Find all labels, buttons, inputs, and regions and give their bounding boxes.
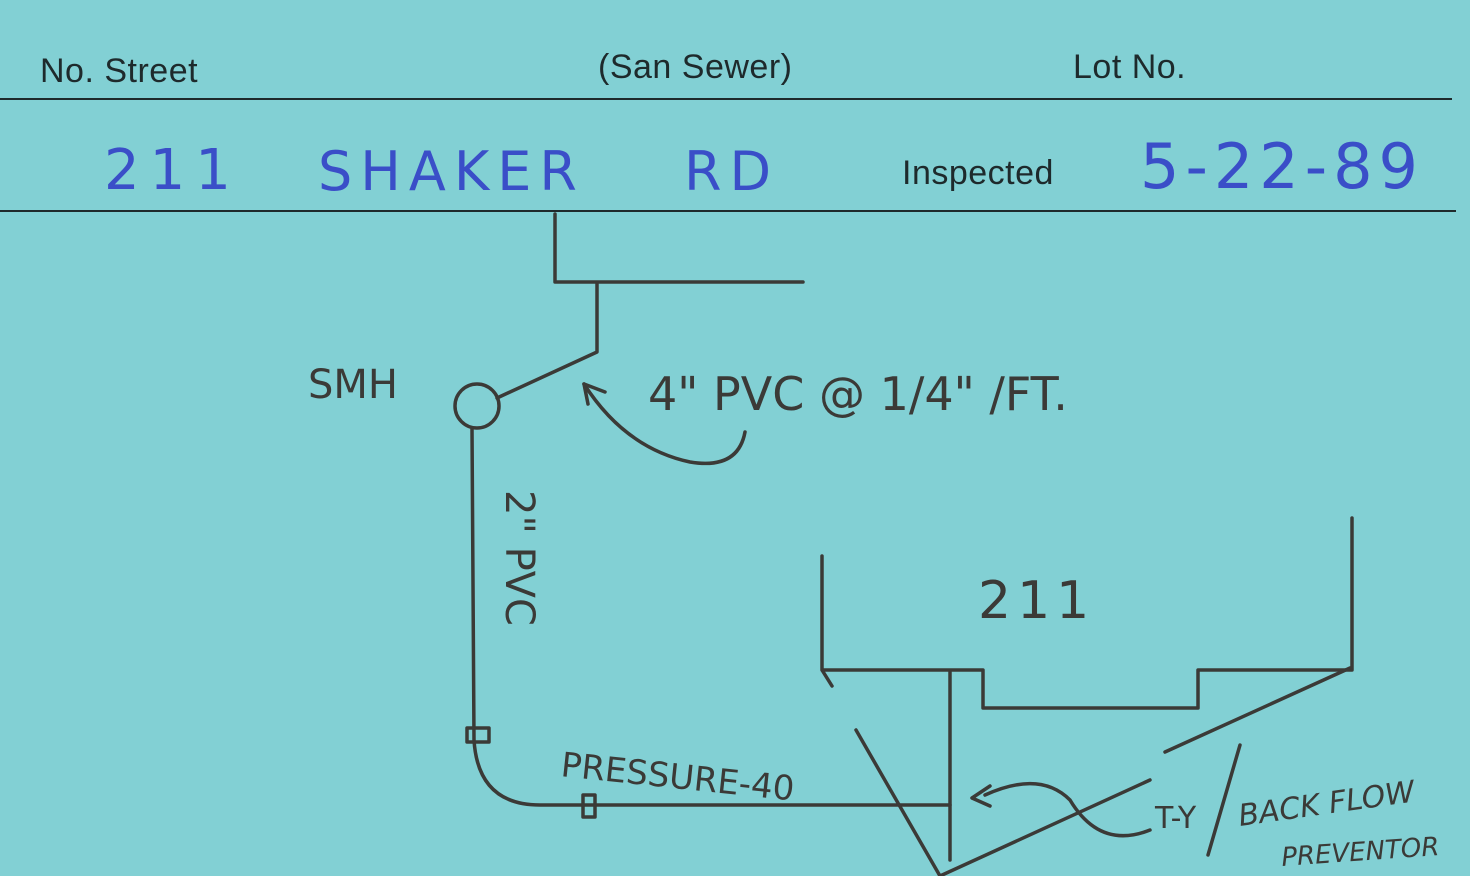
- manhole-label: SMH: [308, 362, 398, 408]
- backflow-label-2: PREVENTOR: [1280, 832, 1440, 873]
- service-line: [470, 426, 952, 807]
- street-number: 211: [104, 138, 241, 203]
- fitting-lower: [581, 793, 597, 819]
- san-sewer-label: (San Sewer): [598, 48, 793, 86]
- header-rule-top: [0, 98, 1452, 100]
- backflow-label-1: BACK FLOW: [1236, 774, 1418, 834]
- inspected-label: Inspected: [902, 154, 1054, 192]
- tee-callout-arrow: [983, 782, 1152, 838]
- lot-no-label: Lot No.: [1073, 48, 1187, 86]
- manhole-symbol: [453, 382, 501, 430]
- backflow-v: [854, 728, 1152, 876]
- inspected-date: 5-22-89: [1140, 130, 1424, 203]
- street-suffix: RD: [684, 140, 780, 203]
- label-divider: [1206, 743, 1242, 857]
- house-number: 211: [978, 571, 1095, 631]
- sewer-main-line: [553, 212, 805, 284]
- no-street-label: No. Street: [40, 52, 199, 90]
- main-lateral-line: [495, 282, 599, 400]
- main-pipe-label: 4" PVC @ 1/4" /FT.: [648, 367, 1068, 421]
- fitting-label: T-Y: [1154, 801, 1197, 836]
- fitting-upper: [465, 726, 491, 744]
- service-pipe-label: 2" PVC: [496, 490, 542, 626]
- header-rule-bottom: [0, 210, 1456, 212]
- street-name: SHAKER: [318, 140, 585, 203]
- house-outline: [820, 516, 1354, 710]
- pipe-callout-arrow: [582, 382, 747, 466]
- backflow-lead: [1163, 666, 1352, 754]
